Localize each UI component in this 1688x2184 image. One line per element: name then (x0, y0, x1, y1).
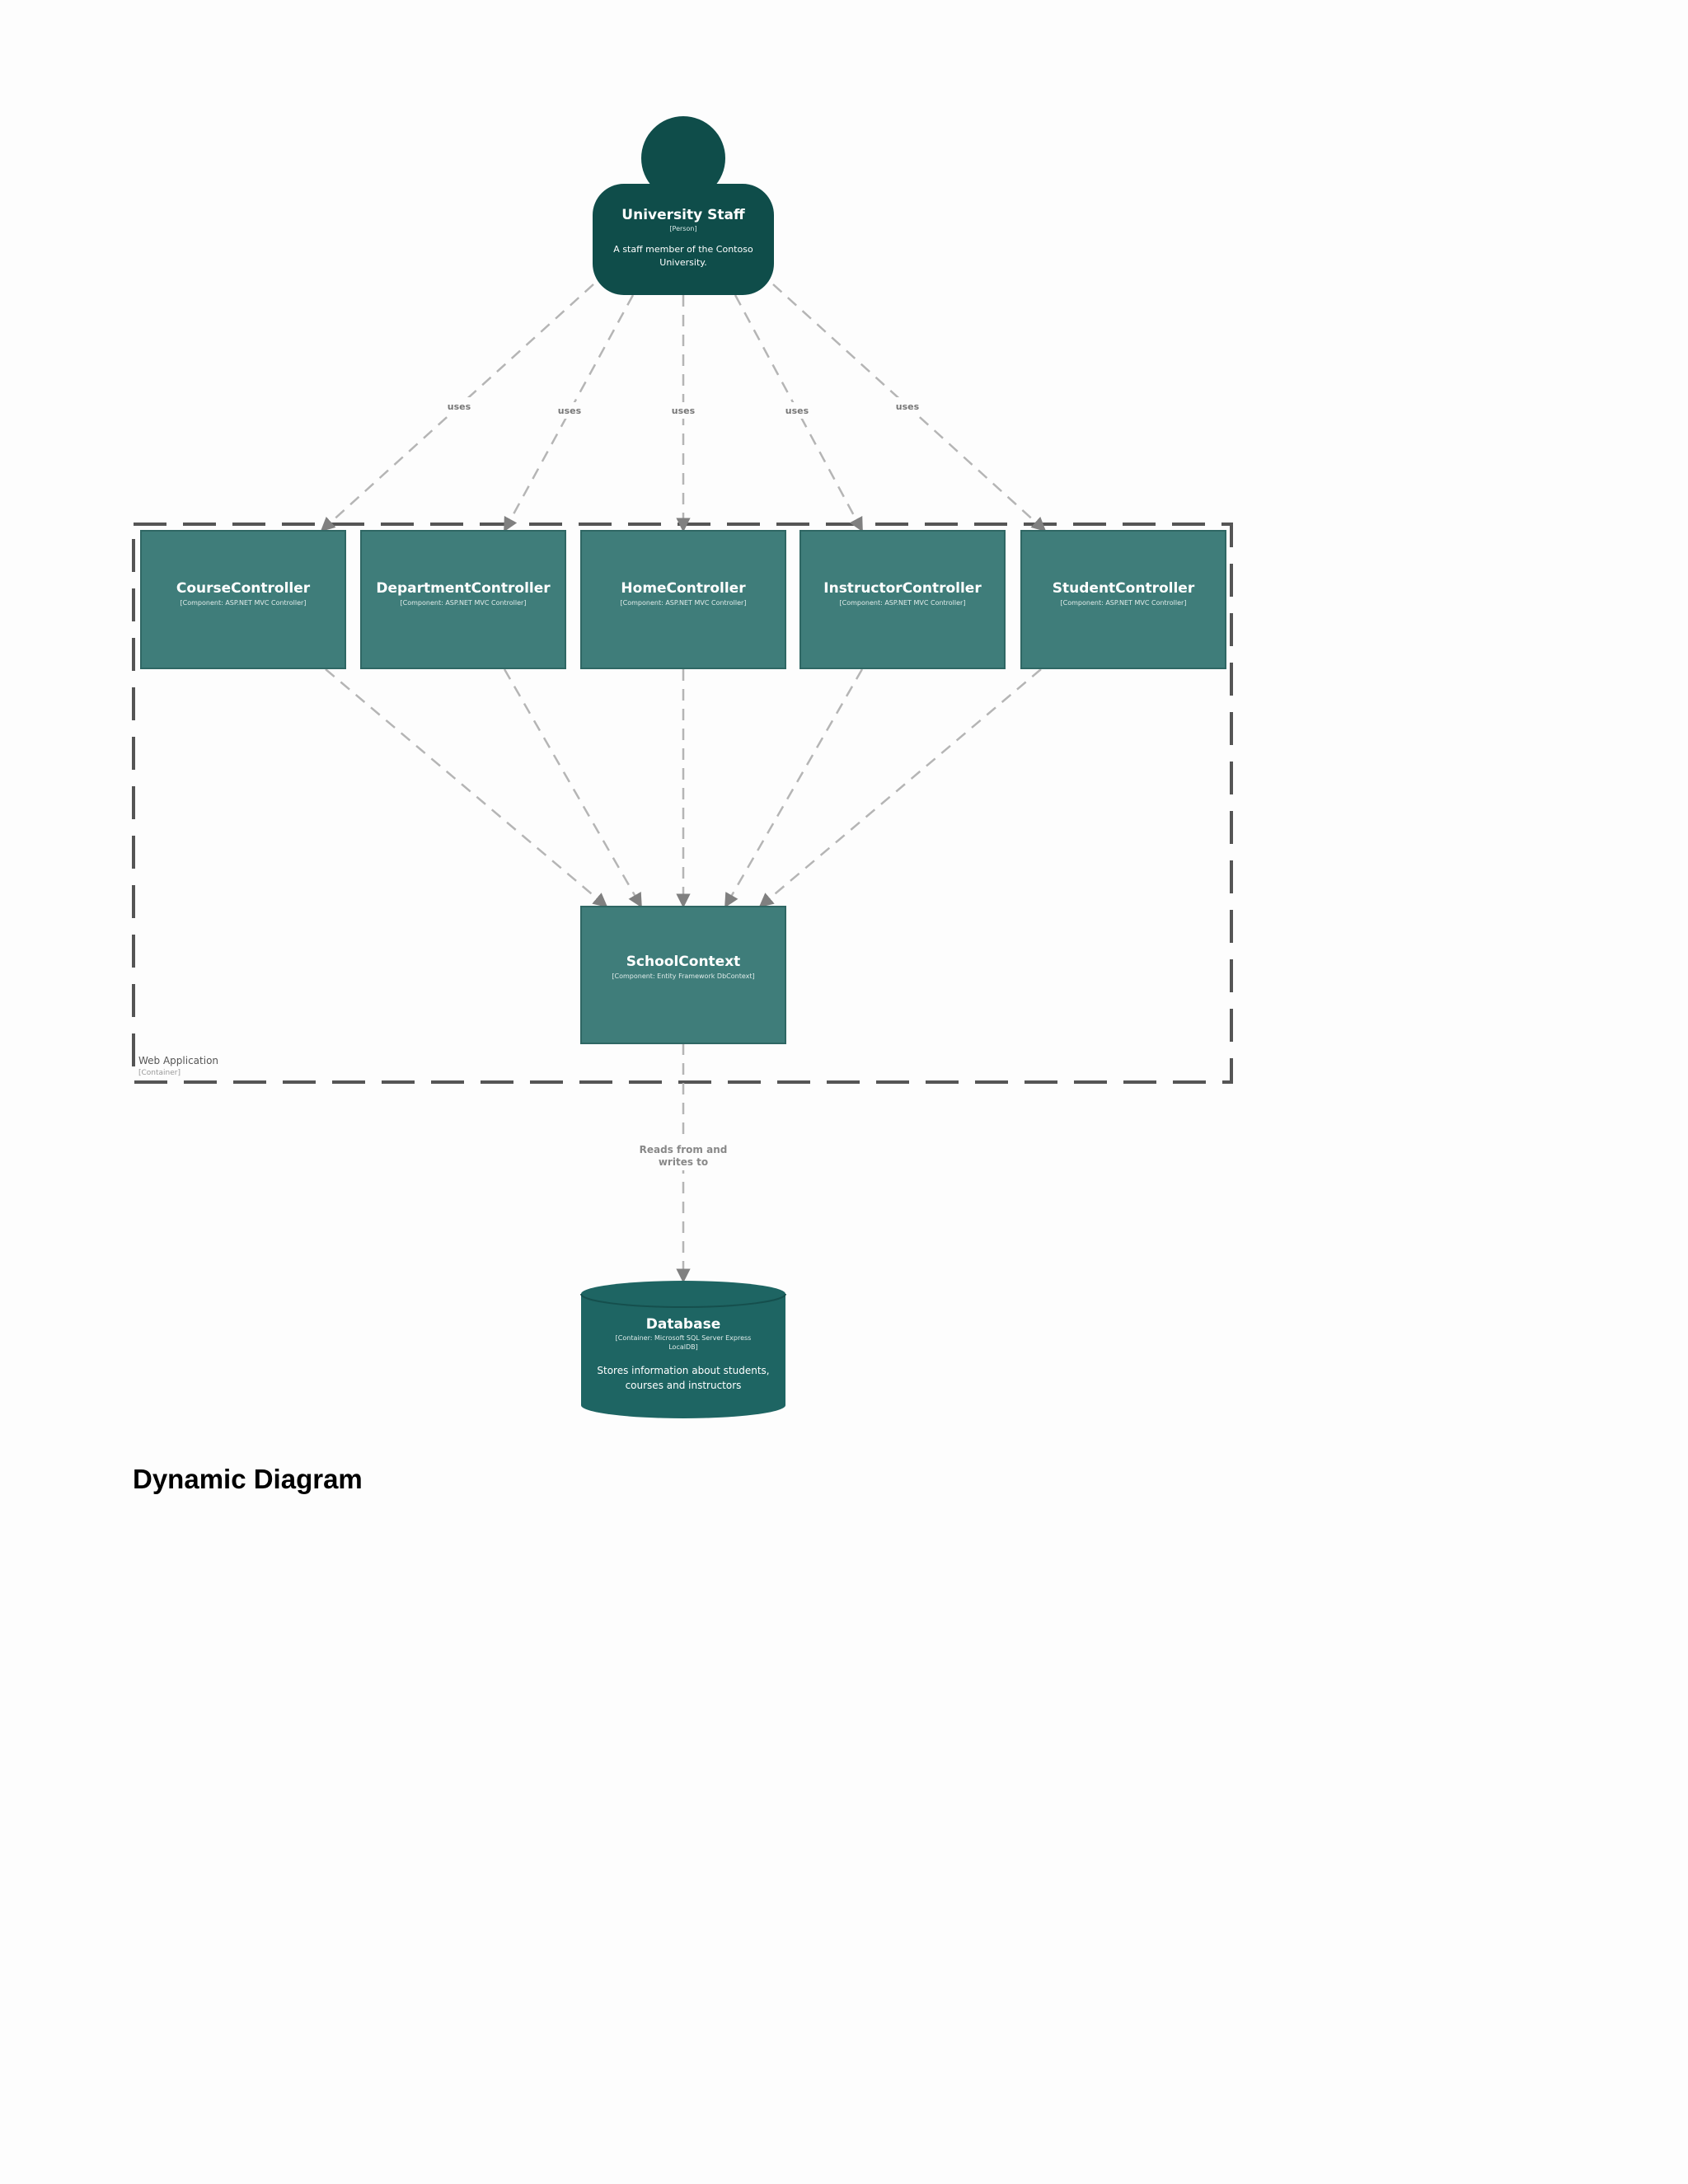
person-node-university-staff: University Staff [Person] A staff member… (593, 116, 774, 295)
component-tech: [Component: ASP.NET MVC Controller] (181, 599, 307, 607)
component-department-controller: DepartmentController [Component: ASP.NET… (360, 530, 566, 669)
edge-uses-department (503, 294, 635, 532)
component-student-controller: StudentController [Component: ASP.NET MV… (1020, 530, 1226, 669)
person-description: A staff member of the Contoso (613, 244, 753, 255)
boundary-type: [Container] (138, 1069, 181, 1077)
component-tech: [Component: ASP.NET MVC Controller] (621, 599, 747, 607)
edge-label-uses: uses (785, 405, 809, 416)
component-name: HomeController (621, 580, 746, 597)
boundary-label: Web Application (138, 1055, 218, 1066)
component-instructor-controller: InstructorController [Component: ASP.NET… (799, 530, 1006, 669)
person-description: University. (659, 257, 706, 268)
person-name: University Staff (621, 207, 745, 223)
database-tech: LocalDB] (668, 1343, 698, 1351)
database-node: Database [Container: Microsoft SQL Serve… (580, 1281, 786, 1418)
controllers-to-context-edges (325, 668, 1042, 908)
component-tech: [Component: ASP.NET MVC Controller] (1061, 599, 1187, 607)
component-name: InstructorController (823, 580, 982, 597)
edge-label-uses: uses (672, 405, 696, 416)
edge-instructor-context (724, 668, 864, 908)
component-school-context: SchoolContext [Component: Entity Framewo… (580, 906, 786, 1044)
component-name: CourseController (176, 580, 311, 597)
person-head-icon (641, 116, 725, 200)
section-title: Dynamic Diagram (133, 1464, 363, 1494)
database-name: Database (646, 1316, 720, 1333)
edge-uses-instructor (734, 294, 864, 532)
person-type: [Person] (669, 225, 696, 232)
database-cylinder-icon (581, 1281, 785, 1418)
component-name: StudentController (1053, 580, 1195, 597)
component-tech: [Component: ASP.NET MVC Controller] (840, 599, 966, 607)
component-tech: [Component: Entity Framework DbContext] (612, 972, 754, 980)
component-name: DepartmentController (376, 580, 551, 597)
component-name: SchoolContext (626, 954, 741, 970)
edge-label-uses: uses (558, 405, 582, 416)
edge-label-reads-writes: Reads from and (640, 1144, 728, 1155)
edge-department-context (503, 668, 643, 908)
component-tech: [Component: ASP.NET MVC Controller] (401, 599, 527, 607)
edge-student-context (758, 668, 1042, 908)
edge-course-context (325, 668, 608, 908)
database-description: Stores information about students, (597, 1365, 769, 1376)
edge-label-uses: uses (896, 401, 920, 412)
edge-label-reads-writes: writes to (659, 1156, 708, 1168)
component-course-controller: CourseController [Component: ASP.NET MVC… (140, 530, 346, 669)
person-body (593, 184, 774, 295)
database-tech: [Container: Microsoft SQL Server Express (616, 1334, 752, 1342)
component-home-controller: HomeController [Component: ASP.NET MVC C… (580, 530, 786, 669)
database-description: courses and instructors (626, 1380, 742, 1391)
architecture-diagram: Web Application [Container] uses uses us… (132, 116, 1233, 1418)
edge-label-uses: uses (448, 401, 471, 412)
